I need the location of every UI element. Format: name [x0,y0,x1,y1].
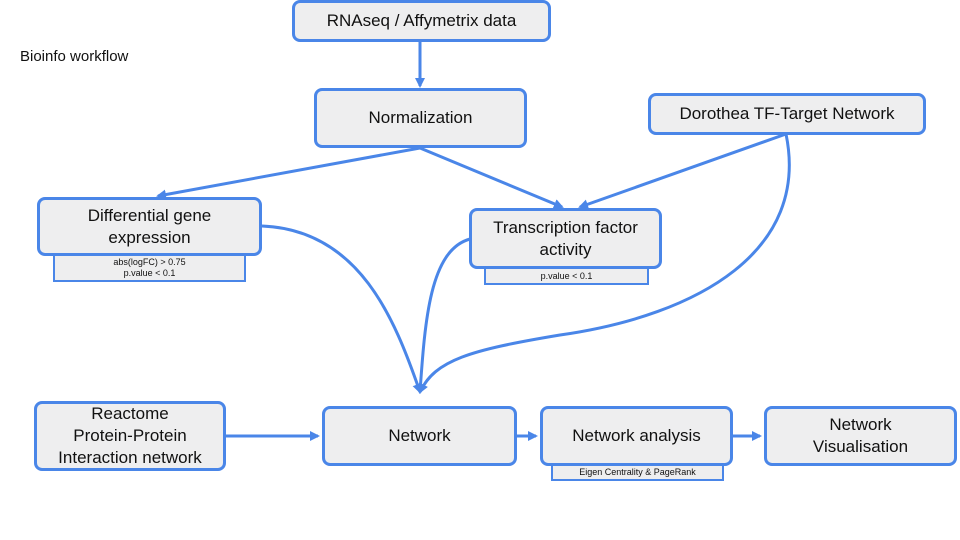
note-tf-line-1: p.value < 0.1 [540,270,593,281]
edge-deg-network [261,224,423,394]
node-deg-line-2: expression [108,227,191,247]
node-network: Network [322,406,517,466]
note-deg: abs(logFC) > 0.75 p.value < 0.1 [53,254,246,282]
node-normalization: Normalization [314,88,527,148]
edge-tf-network [415,237,471,394]
node-reactome-line-1: Reactome [91,404,169,423]
node-network-vis: Network Visualisation [764,406,957,466]
note-network-analysis-line-1: Eigen Centrality & PageRank [579,466,696,477]
node-network-analysis-label: Network analysis [572,426,701,445]
node-normalization-label: Normalization [368,108,473,127]
node-rnaseq: RNAseq / Affymetrix data [292,0,551,42]
node-deg: Differential gene expression [37,197,262,256]
edge-dorothea-tf [578,132,787,210]
node-reactome-line-3: Interaction network [58,448,202,467]
note-deg-line-1: abs(logFC) > 0.75 [113,257,186,267]
edge-dorothea-network [418,133,791,394]
node-tf-line-2: activity [539,239,592,259]
note-tf: p.value < 0.1 [484,267,649,285]
node-reactome-line-2: Protein-Protein [73,426,187,445]
node-rnaseq-label: RNAseq / Affymetrix data [326,11,517,30]
edge-normalization-deg [156,146,421,200]
diagram-title: Bioinfo workflow [20,48,129,65]
node-reactome: Reactome Protein-Protein Interaction net… [34,401,226,471]
node-deg-line-1: Differential gene [87,205,212,225]
node-tf-line-1: Transcription factor [493,217,638,237]
edge-normalization-tf [419,146,564,209]
node-dorothea: Dorothea TF-Target Network [648,93,926,135]
node-network-analysis: Network analysis [540,406,733,466]
node-tf: Transcription factor activity [469,208,662,269]
node-network-label: Network [388,426,451,445]
node-dorothea-label: Dorothea TF-Target Network [679,104,895,123]
note-deg-line-2: p.value < 0.1 [123,268,176,278]
node-network-vis-line-1: Network [829,415,892,434]
node-network-vis-line-2: Visualisation [812,437,909,456]
